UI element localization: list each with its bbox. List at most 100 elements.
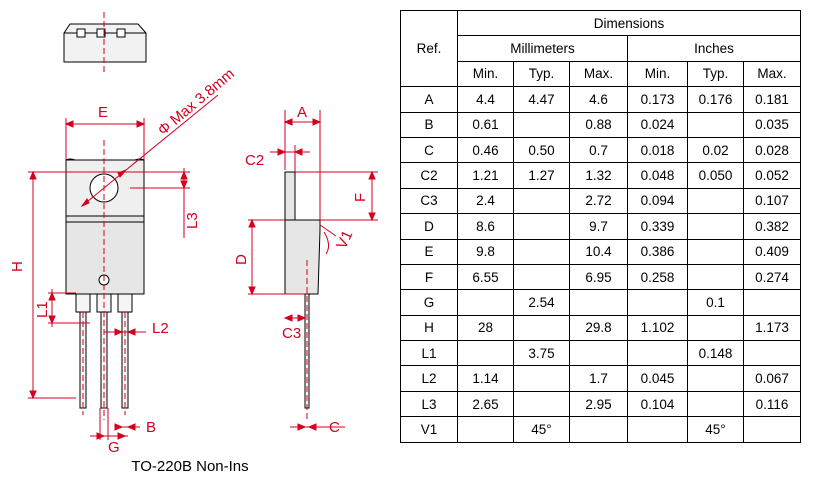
table-cell: 8.6 [457,213,514,240]
table-cell: 0.107 [743,187,801,215]
table-cell: 1.102 [627,314,688,342]
label-A: A [297,104,307,121]
table-cell [627,340,688,367]
header-in-min: Min. [627,60,688,88]
table-cell [569,416,628,443]
table-cell: 0.176 [687,86,744,113]
label-G: G [108,439,120,456]
table-cell: 29.8 [569,314,628,342]
table-cell: 9.7 [569,213,628,240]
top-view [63,23,147,63]
table-cell: 1.21 [457,162,514,189]
row-ref: B [400,111,458,138]
row-ref: C2 [400,162,458,189]
table-cell: 1.14 [457,365,514,392]
table-cell [687,314,744,342]
table-cell [569,340,628,367]
table-cell: 0.386 [627,238,688,265]
table-cell [513,238,570,265]
header-in-typ: Typ. [687,60,744,88]
table-cell [743,416,801,443]
table-cell [627,416,688,443]
front-view-guides [28,94,219,440]
row-ref: L1 [400,340,458,367]
table-cell: 0.382 [743,213,801,240]
table-cell: 45° [687,416,744,443]
header-dimensions: Dimensions [457,9,801,37]
label-C2: C2 [245,152,264,169]
table-cell: 6.95 [569,263,628,291]
table-cell: 28 [457,314,514,342]
row-ref: G [400,289,458,316]
table-cell [743,340,801,367]
table-cell [513,314,570,342]
table-cell: 2.4 [457,187,514,215]
table-cell [627,289,688,316]
dimensions-table: Ref. Dimensions Millimeters Inches Min. … [400,9,801,443]
table-cell [687,187,744,215]
label-L3: L3 [184,212,201,229]
table-cell: 0.88 [569,111,628,138]
table-cell [687,390,744,418]
row-ref: C [400,136,458,164]
label-B: B [146,419,156,436]
table-cell [457,289,514,316]
header-ref: Ref. [400,9,458,88]
table-cell: 0.052 [743,162,801,189]
table-cell [457,340,514,367]
table-cell [687,263,744,291]
label-V1: V1 [333,228,356,252]
package-drawing: E A C2 H C3 L2 B G C L3 D F L1 V1 Φ Max … [9,12,378,456]
table-cell: 0.024 [627,111,688,138]
table-cell: 0.094 [627,187,688,215]
table-cell: 4.4 [457,86,514,113]
table-cell: 0.7 [569,136,628,164]
table-cell: 0.050 [687,162,744,189]
table-cell [513,365,570,392]
row-ref: F [400,263,458,291]
table-cell: 0.045 [627,365,688,392]
table-cell: 0.50 [513,136,570,164]
label-C3: C3 [282,325,301,342]
header-mm-typ: Typ. [513,60,570,88]
table-cell: 6.55 [457,263,514,291]
table-cell: 1.27 [513,162,570,189]
table-cell: 2.72 [569,187,628,215]
table-cell [569,289,628,316]
label-hole-diameter: Φ Max 3.8mm [155,65,238,139]
table-cell: 0.181 [743,86,801,113]
table-cell: 0.018 [627,136,688,164]
row-ref: E [400,238,458,265]
side-view-guides [248,110,378,431]
table-cell: 0.61 [457,111,514,138]
label-L1: L1 [34,301,51,318]
side-view [284,171,321,409]
table-cell: 0.067 [743,365,801,392]
table-cell: 0.339 [627,213,688,240]
table-cell: 0.173 [627,86,688,113]
table-cell: 0.035 [743,111,801,138]
table-cell: 0.1 [687,289,744,316]
table-cell [513,263,570,291]
row-ref: L3 [400,390,458,418]
table-cell: 0.028 [743,136,801,164]
package-caption: TO-220B Non-Ins [131,458,249,475]
label-E: E [98,104,108,121]
front-view [65,118,145,409]
row-ref: A [400,86,458,113]
table-cell [513,187,570,215]
label-L2: L2 [152,320,169,337]
row-ref: H [400,314,458,342]
table-cell: 0.116 [743,390,801,418]
row-ref: L2 [400,365,458,392]
table-cell [513,111,570,138]
